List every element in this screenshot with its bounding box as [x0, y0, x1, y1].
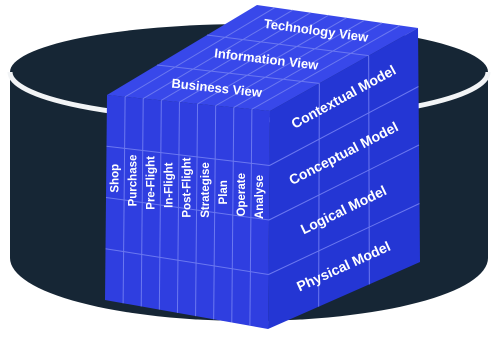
column-label-operate: Operate: [236, 173, 248, 216]
top-column-divider: [124, 7, 276, 98]
right-depth-divider: [368, 55, 370, 285]
top-band-divider: [206, 34, 369, 57]
column-label-pre-flight: Pre-Flight: [146, 156, 158, 210]
front-row-divider: [106, 145, 270, 166]
cube-front-face: [105, 95, 270, 329]
cube-top-face: [107, 5, 418, 111]
column-label-in-flight: In-Flight: [164, 162, 176, 208]
top-band-divider: [156, 64, 320, 84]
column-label-plan: Plan: [218, 180, 230, 204]
top-column-divider: [215, 19, 365, 107]
column-label-purchase: Purchase: [127, 155, 139, 207]
top-column-divider: [161, 12, 311, 101]
cube: Shop Purchase Pre-Flight In-Flight Post-Flig…: [105, 5, 420, 329]
column-label-strategise: Strategise: [200, 162, 212, 218]
column-label-post-flight: Post-Flight: [182, 157, 194, 217]
right-depth-divider: [318, 83, 320, 307]
front-row-divider: [105, 197, 270, 221]
right-row-divider: [269, 86, 419, 166]
cube-grid-lines: [105, 7, 420, 326]
right-row-divider: [268, 144, 420, 221]
column-label-shop: Shop: [109, 164, 121, 193]
top-column-divider: [197, 17, 347, 105]
top-column-divider: [233, 22, 383, 108]
top-column-divider: [179, 14, 329, 103]
column-label-analyse: Analyse: [254, 175, 266, 219]
front-row-divider: [105, 248, 269, 275]
cube-right-face: [268, 28, 420, 329]
right-row-divider: [268, 203, 420, 275]
top-column-divider: [251, 25, 401, 110]
top-column-divider: [142, 9, 294, 99]
